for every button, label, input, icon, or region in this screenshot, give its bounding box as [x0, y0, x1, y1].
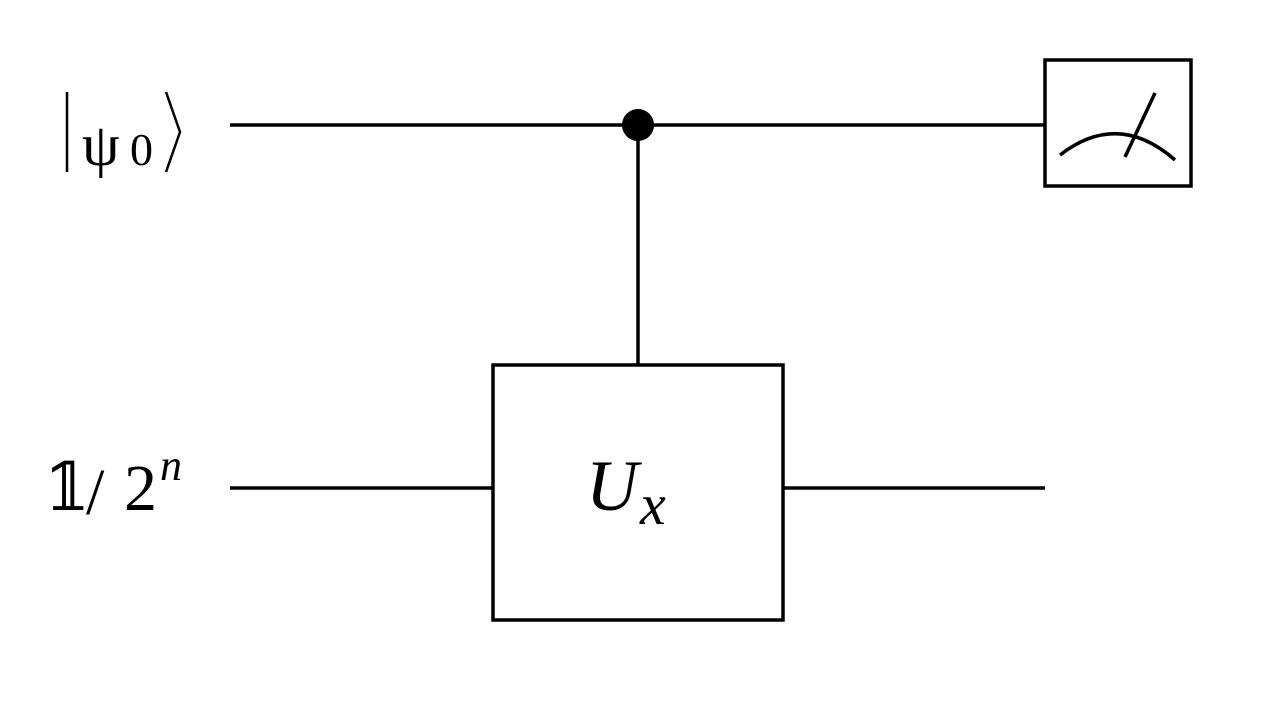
identity-symbol: 𝟙 [44, 452, 90, 525]
meter-box [1043, 58, 1193, 188]
register-input-label: 𝟙 / 2 n [44, 441, 182, 529]
qubit-input-label: ψ 0 [65, 91, 182, 178]
psi-symbol: ψ [82, 112, 120, 178]
gate-symbol: U [586, 446, 642, 526]
psi-subscript: 0 [130, 124, 153, 175]
exponent-symbol: n [160, 441, 182, 490]
gate-box [491, 363, 785, 622]
controlled-gate: U x [491, 363, 785, 622]
meter-needle [1123, 92, 1157, 158]
base-number: 2 [124, 452, 157, 525]
slash-symbol: / [86, 456, 105, 529]
ket-right-angle [164, 91, 182, 173]
control-dot [622, 109, 654, 141]
gate-subscript: x [639, 472, 666, 537]
measurement-meter-icon [1043, 58, 1193, 188]
meter-arc [1058, 132, 1177, 162]
